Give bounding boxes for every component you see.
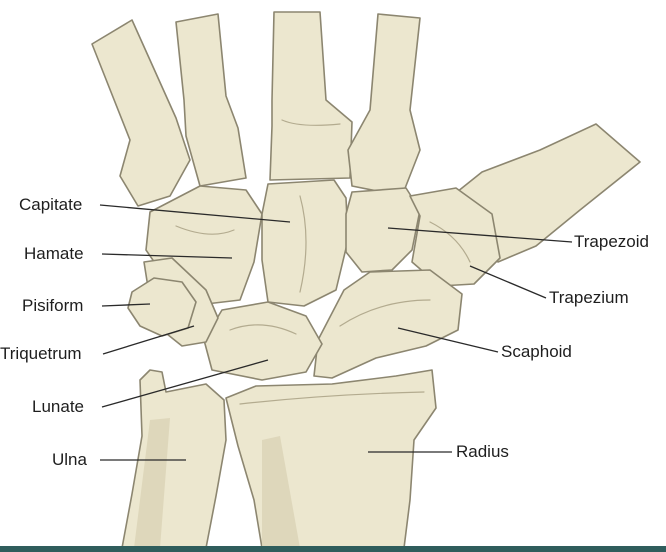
ulna-shade (134, 418, 170, 548)
leader-scaphoid (397, 327, 499, 353)
label-pisiform: Pisiform (22, 296, 84, 315)
label-ulna: Ulna (52, 450, 87, 469)
trapezium-bone (409, 187, 501, 287)
label-radius: Radius (456, 442, 509, 461)
label-capitate: Capitate (19, 195, 83, 214)
metacarpal-3 (269, 11, 353, 181)
hamate-crease (175, 225, 235, 235)
label-trapezoid: Trapezoid (574, 232, 649, 251)
lunate-crease (229, 324, 297, 335)
label-hamate: Hamate (24, 244, 84, 263)
metacarpal-3-crease (281, 119, 341, 126)
pisiform-bone (127, 277, 197, 337)
leader-hamate (101, 253, 233, 259)
capitate-bone (261, 179, 349, 307)
radius-shade (262, 436, 300, 548)
leader-pisiform (101, 303, 151, 307)
bottom-strip (0, 546, 666, 552)
scaphoid-crease (339, 299, 431, 327)
radius-bone (225, 369, 437, 549)
leader-triquetrum (102, 325, 195, 355)
label-scaphoid: Scaphoid (501, 342, 572, 361)
leader-trapezium (469, 265, 547, 299)
radius-crease (239, 391, 425, 405)
label-lunate: Lunate (32, 397, 84, 416)
trapezium-crease (429, 221, 471, 263)
label-triquetrum: Triquetrum (0, 344, 82, 363)
metacarpal-2 (347, 13, 421, 197)
metacarpal-5 (91, 19, 191, 207)
leader-trapezoid (387, 227, 573, 243)
leader-capitate (99, 204, 291, 223)
lunate-bone (203, 301, 323, 381)
label-trapezium: Trapezium (549, 288, 629, 307)
scaphoid-bone (313, 269, 463, 379)
metacarpal-4 (175, 13, 247, 187)
leader-lunate (101, 359, 269, 408)
capitate-crease (299, 195, 307, 293)
